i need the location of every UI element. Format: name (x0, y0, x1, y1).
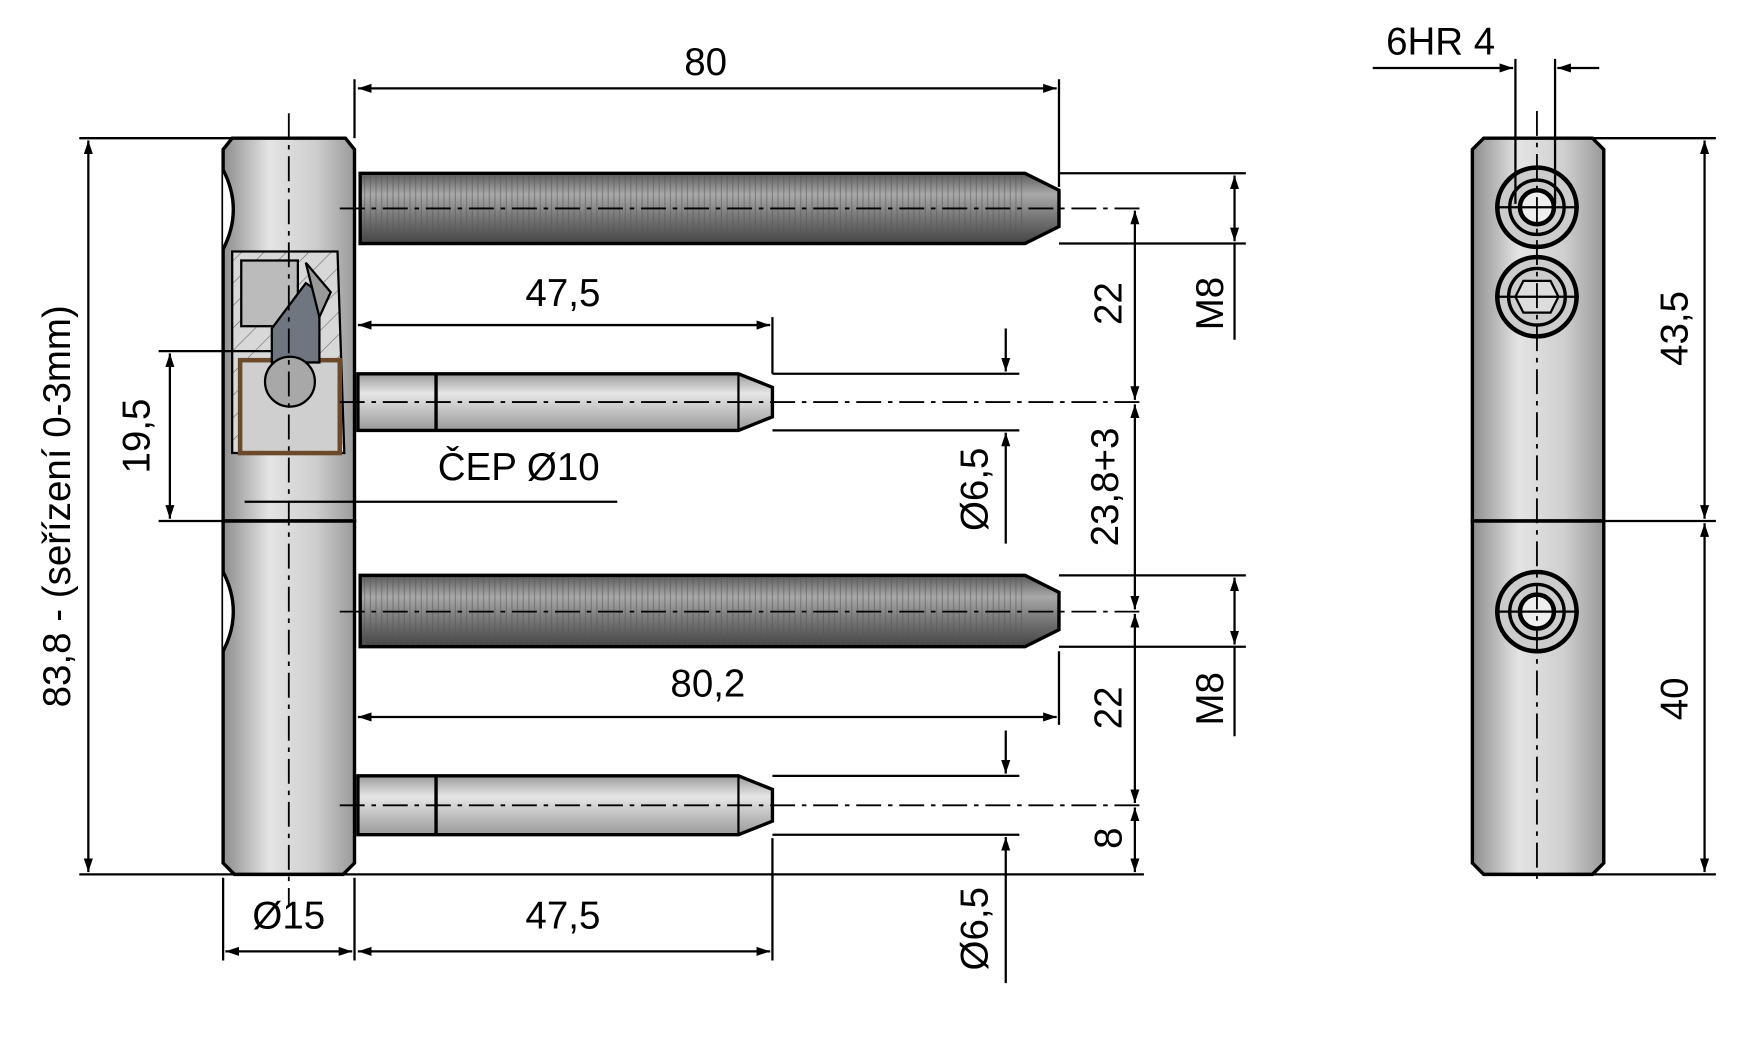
dim-pin-diameter-upper: Ø6,5 (954, 448, 997, 531)
threaded-rod-lower (339, 573, 1144, 649)
pin-lower (339, 774, 1144, 837)
front-view: 80 47,5 ČEP Ø10 80,2 47,5 Ø15 83,8 - (se… (36, 41, 1246, 984)
dim-lower-pin-length: 47,5 (525, 895, 600, 938)
detent-ball (263, 355, 316, 408)
dim-thread-lower: M8 (1189, 672, 1232, 725)
dim-side-upper-height: 43,5 (1654, 291, 1697, 366)
dim-hex-key: 6HR 4 (1386, 20, 1495, 63)
threaded-rod-upper (339, 171, 1144, 246)
dim-pin-diameter-lower: Ø6,5 (954, 887, 997, 970)
dim-bottom-offset: 8 (1087, 827, 1130, 848)
side-view: 6HR 4 43,5 40 (1372, 20, 1716, 884)
dim-upper-offset: 19,5 (116, 399, 159, 474)
dim-upper-pin-length: 47,5 (525, 272, 600, 315)
dim-lower-rod-length: 80,2 (670, 663, 745, 706)
dim-body-diameter: Ø15 (252, 895, 325, 938)
dim-side-lower-height: 40 (1654, 677, 1697, 720)
dim-rod-spacing-lower: 22 (1087, 686, 1130, 729)
pin-upper (339, 372, 1144, 433)
dim-rod-spacing-upper: 22 (1087, 282, 1130, 325)
pin-label: ČEP Ø10 (438, 445, 600, 489)
dim-middle-spacing: 23,8+3 (1084, 428, 1127, 547)
dim-top-rod-length: 80 (684, 41, 727, 84)
dim-thread-upper: M8 (1189, 277, 1232, 330)
dim-overall-height: 83,8 - (seřízení 0-3mm) (36, 305, 79, 707)
